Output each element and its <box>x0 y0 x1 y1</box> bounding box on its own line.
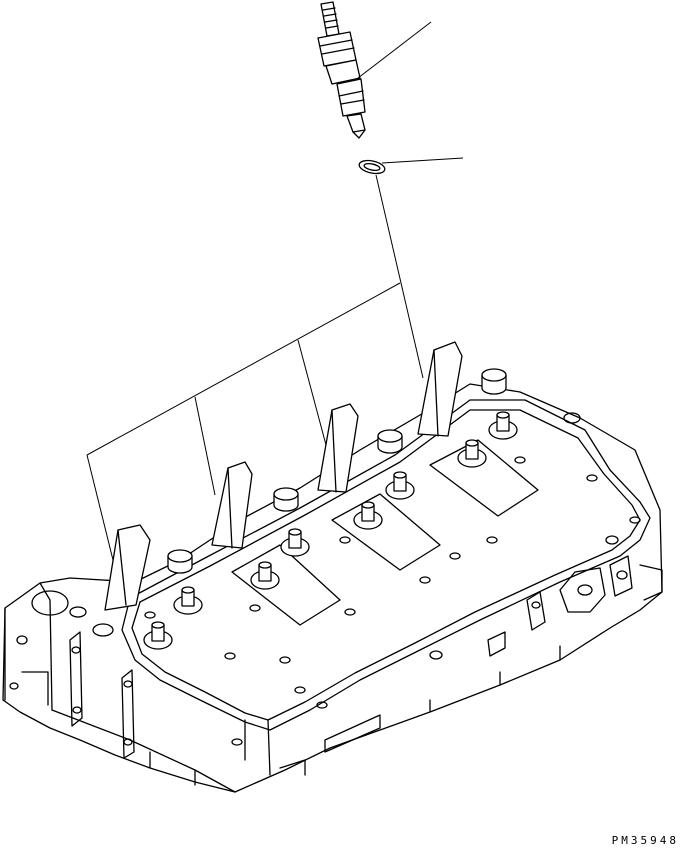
o-ring-seal <box>358 158 386 175</box>
intake-bosses <box>168 369 506 573</box>
injector-part <box>318 2 365 138</box>
cylinder-3-bores <box>354 472 414 529</box>
exhaust-ports <box>488 556 662 656</box>
cylinder-4-bores <box>458 412 517 467</box>
cylinder-1-bores <box>144 587 202 649</box>
injector-fins <box>105 342 462 610</box>
leader-lines <box>87 22 463 560</box>
head-bolt-holes <box>145 413 640 745</box>
cylinder-2-bores <box>251 529 309 589</box>
part-code-label: PM35948 <box>611 834 679 847</box>
cylinder-head <box>3 342 662 792</box>
